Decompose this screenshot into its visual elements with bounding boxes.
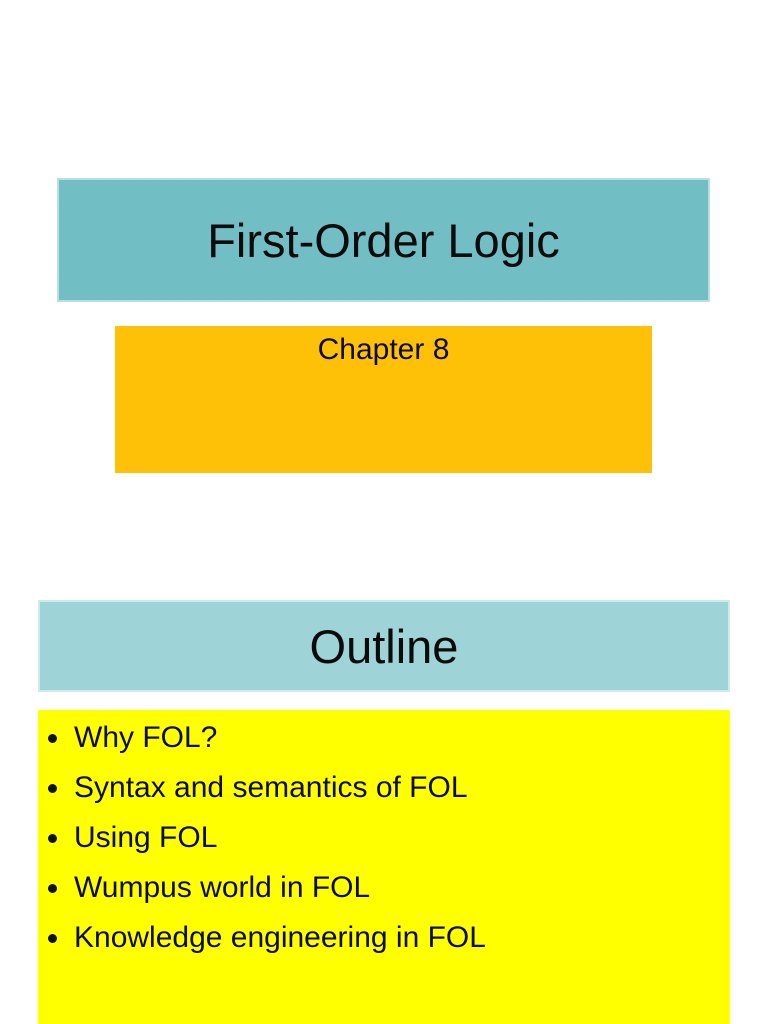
bullet-text: Why FOL? [74,721,218,754]
bullet-text: Syntax and semantics of FOL [74,771,468,804]
bullet-icon [48,833,57,843]
bullet-icon [48,883,57,893]
slide2-title-banner: Outline [38,600,730,692]
slide1-title-banner: First-Order Logic [57,178,710,302]
bullet-text: Using FOL [74,821,218,854]
slide1-title: First-Order Logic [207,213,560,267]
outline-bullet-list: Why FOL? Syntax and semantics of FOL Usi… [38,710,730,963]
list-item: Knowledge engineering in FOL [38,913,730,963]
slide2-title: Outline [309,619,459,673]
slide2-bullets-box: Why FOL? Syntax and semantics of FOL Usi… [38,710,730,1024]
bullet-icon [48,933,57,943]
slide1-subtitle: Chapter 8 [317,333,450,366]
list-item: Wumpus world in FOL [38,863,730,913]
bullet-icon [48,733,57,743]
list-item: Syntax and semantics of FOL [38,763,730,813]
list-item: Why FOL? [38,713,730,763]
bullet-icon [48,783,57,793]
bullet-text: Knowledge engineering in FOL [74,921,486,954]
slide1-chapter-box: Chapter 8 [115,326,652,473]
list-item: Using FOL [38,813,730,863]
bullet-text: Wumpus world in FOL [74,871,371,904]
